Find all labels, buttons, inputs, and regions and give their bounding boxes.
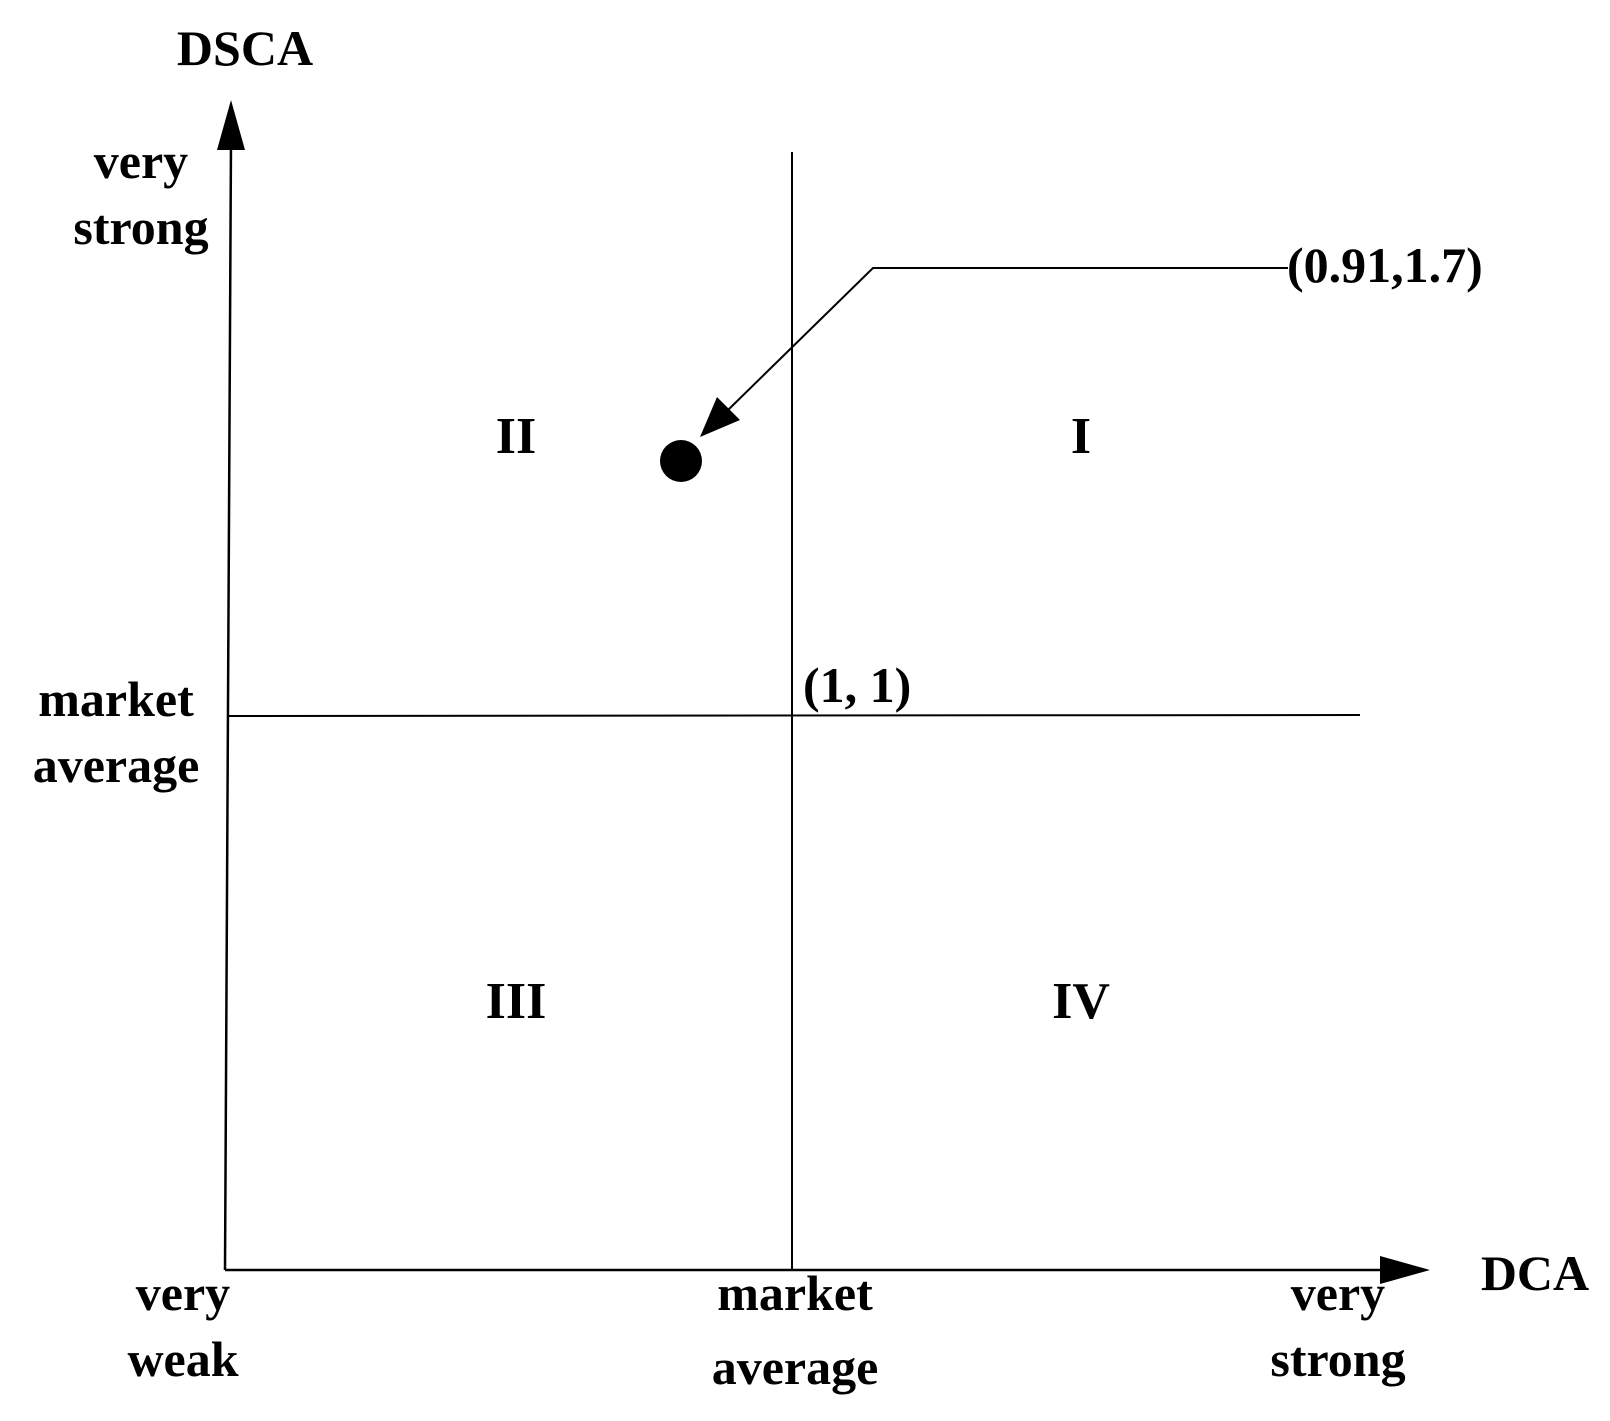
x-tick-right-line1: very [1291,1265,1385,1321]
y-axis-arrowhead [217,100,245,150]
data-point-marker [660,440,702,482]
callout-arrowhead [700,397,740,437]
x-tick-middle-line1: market [717,1265,873,1321]
x-tick-right-line2: strong [1270,1331,1405,1387]
x-axis-arrowhead [1380,1256,1430,1284]
data-point-label: (0.91,1.7) [1287,237,1483,293]
quadrant-label-IV: IV [1052,973,1110,1030]
y-axis-title: DSCA [177,20,313,76]
y-tick-middle-line2: average [33,737,200,793]
y-tick-top-line1: very [94,133,188,189]
x-tick-left-line1: very [136,1265,230,1321]
x-tick-left-line2: weak [127,1331,238,1387]
quadrant-label-II: II [496,408,536,465]
y-tick-middle-line1: market [38,671,194,727]
center-point-label: (1, 1) [803,657,911,713]
x-axis-title: DCA [1481,1245,1589,1301]
y-axis-line [223,139,233,1271]
quadrant-label-I: I [1071,408,1091,465]
y-tick-top-line2: strong [73,199,208,255]
quadrant-label-III: III [486,973,547,1030]
horizontal-divider [227,714,1361,717]
callout-leader-line [727,267,1288,411]
x-tick-middle-line2: average [712,1339,879,1395]
